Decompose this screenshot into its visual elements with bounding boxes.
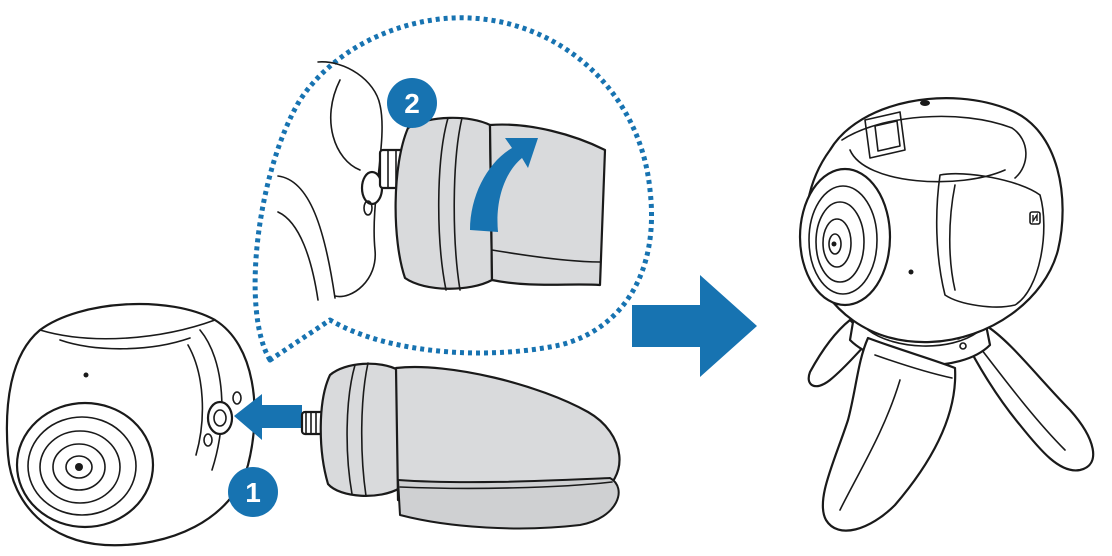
camera-lens-right: [798, 167, 892, 307]
step-2-badge: 2: [387, 78, 437, 128]
camera-left: [5, 302, 256, 547]
step-2-number: 2: [404, 88, 420, 119]
tripod-socket: [203, 391, 242, 447]
zoom-callout: [252, 15, 654, 363]
step-1-badge: 1: [228, 467, 278, 517]
mini-tripod-folded: [300, 362, 621, 530]
camera-lens: [15, 401, 155, 529]
nfc-icon: [1029, 211, 1041, 225]
push-arrow-icon: [234, 394, 302, 440]
step-1-number: 1: [245, 477, 261, 508]
right-arrow-icon: [632, 275, 757, 377]
camera-on-tripod: [798, 97, 1095, 532]
zoom-detail: [277, 61, 607, 301]
rotate-arrow-icon: [470, 138, 538, 232]
